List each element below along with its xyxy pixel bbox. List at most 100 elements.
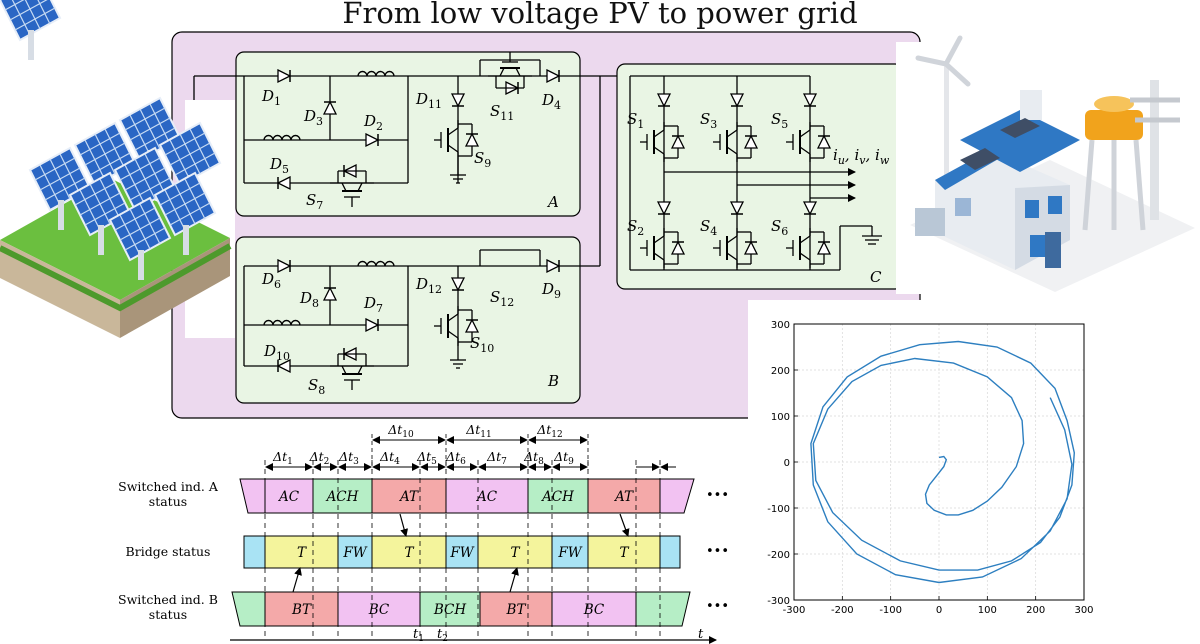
- output-current-label: iu, iv, iw: [833, 146, 890, 167]
- svg-text:S12: S12: [490, 288, 514, 309]
- timing-segment-label: AC: [475, 489, 498, 505]
- timing-segment-label: T: [510, 545, 520, 561]
- timing-segment-label: BT: [506, 602, 527, 618]
- row-label-a-line2: status: [149, 494, 187, 509]
- timing-segment-label: BCH: [433, 602, 467, 618]
- svg-text:D9: D9: [541, 280, 561, 301]
- solar-panels-icon: [0, 0, 221, 281]
- row-label-b-line1: Switched ind. B: [118, 592, 218, 607]
- transition-arrow-3: [292, 567, 302, 593]
- time-axis-label: t: [698, 627, 704, 642]
- y-tick-label: 0: [784, 458, 790, 469]
- timing-segment: [479, 591, 553, 627]
- timing-segment: [445, 478, 529, 514]
- block-a: D1 D3 D2 D5 S7 D11 S11 D4 S9 A: [193, 51, 600, 217]
- interval-label: Δt11: [465, 422, 492, 440]
- label-s3: S: [700, 110, 710, 128]
- timing-segment-label: BT: [291, 602, 312, 618]
- t1-label: t1: [413, 627, 424, 644]
- label-d2: D: [363, 112, 376, 130]
- label-s9: S: [474, 149, 484, 167]
- meter-cabinet-icon: [915, 208, 1061, 268]
- label-d4: D: [541, 91, 554, 109]
- x-tick-label: -100: [879, 605, 902, 616]
- spiral-series-line: [810, 340, 1076, 584]
- page-title: From low voltage PV to power grid: [342, 0, 858, 30]
- label-d7: D: [363, 294, 376, 312]
- y-tick-label: -200: [767, 550, 790, 561]
- label-d8: D: [299, 289, 312, 307]
- x-tick-label: -200: [831, 605, 854, 616]
- house-icon: [935, 90, 1080, 270]
- power-grid-illustration: [896, 35, 1200, 294]
- svg-text:D1: D1: [261, 87, 281, 108]
- row-label-bridge: Bridge status: [126, 544, 211, 559]
- block-b-label: B: [547, 372, 559, 390]
- label-s4: S: [700, 217, 710, 235]
- label-d6: D: [261, 270, 274, 288]
- svg-text:S5: S5: [771, 110, 788, 131]
- x-tick-label: 0: [936, 605, 942, 616]
- t2-label: t2: [437, 627, 448, 644]
- row-tail-segment: [635, 591, 691, 627]
- interval-label: Δt6: [445, 449, 466, 467]
- svg-text:S1: S1: [627, 110, 644, 131]
- label-s6: S: [771, 217, 781, 235]
- label-d9: D: [541, 280, 554, 298]
- transition-arrow-2: [619, 513, 630, 537]
- label-s5: S: [771, 110, 781, 128]
- row-label-a-line1: Switched ind. A: [118, 479, 219, 494]
- svg-text:D3: D3: [303, 107, 323, 128]
- label-s7: S: [306, 191, 316, 209]
- label-s8: S: [308, 376, 318, 394]
- interval-label: Δt3: [338, 449, 359, 467]
- transition-arrow-4: [509, 567, 519, 593]
- label-d11: D: [415, 90, 428, 108]
- interval-label: Δt1: [272, 449, 293, 467]
- interval-label: Δt4: [379, 449, 400, 467]
- svg-text:S6: S6: [771, 217, 788, 238]
- timing-segment: [371, 535, 447, 569]
- x-tick-label: 300: [1074, 605, 1093, 616]
- svg-text:S8: S8: [308, 376, 325, 397]
- interval-label: Δt7: [486, 449, 507, 467]
- label-d1: D: [261, 87, 274, 105]
- interval-label: Δt5: [416, 449, 437, 467]
- wind-turbine-icon: [915, 35, 971, 182]
- label-s12: S: [490, 288, 500, 306]
- svg-text:S11: S11: [490, 102, 514, 123]
- timing-segment: [587, 478, 661, 514]
- label-d10: D: [263, 342, 276, 360]
- svg-text:S10: S10: [470, 334, 494, 355]
- svg-text:D10: D10: [263, 342, 290, 363]
- timing-dashed-lines: [264, 460, 661, 640]
- block-c: S1 S3 S5 S2 S4 S6 iu, iv, iw C: [600, 63, 904, 290]
- interval-label: Δt2: [309, 449, 330, 467]
- timing-segment-label: T: [297, 545, 307, 561]
- label-s10: S: [470, 334, 480, 352]
- timing-segment-label: AC: [277, 489, 300, 505]
- timing-segment: [587, 535, 661, 569]
- timing-segment-label: ACH: [540, 489, 574, 505]
- svg-text:D6: D6: [261, 270, 281, 291]
- ellipsis-b: •••: [706, 599, 729, 614]
- row-lead-segment: [239, 478, 266, 514]
- timing-segment: [477, 535, 553, 569]
- timing-segment-label: BC: [368, 602, 390, 618]
- svg-text:S2: S2: [627, 217, 644, 238]
- svg-text:S7: S7: [306, 191, 323, 212]
- timing-segment-label: ACH: [325, 489, 359, 505]
- timing-segment: [337, 591, 421, 627]
- y-tick-label: 300: [771, 320, 790, 331]
- transition-arrow-1: [399, 513, 409, 537]
- svg-text:S3: S3: [700, 110, 717, 131]
- solar-farm-illustration: [0, 0, 235, 338]
- svg-text:S4: S4: [700, 217, 717, 238]
- label-s2: S: [627, 217, 637, 235]
- label-d3: D: [303, 107, 316, 125]
- svg-text:S9: S9: [474, 149, 491, 170]
- timing-segment-label: FW: [449, 545, 474, 561]
